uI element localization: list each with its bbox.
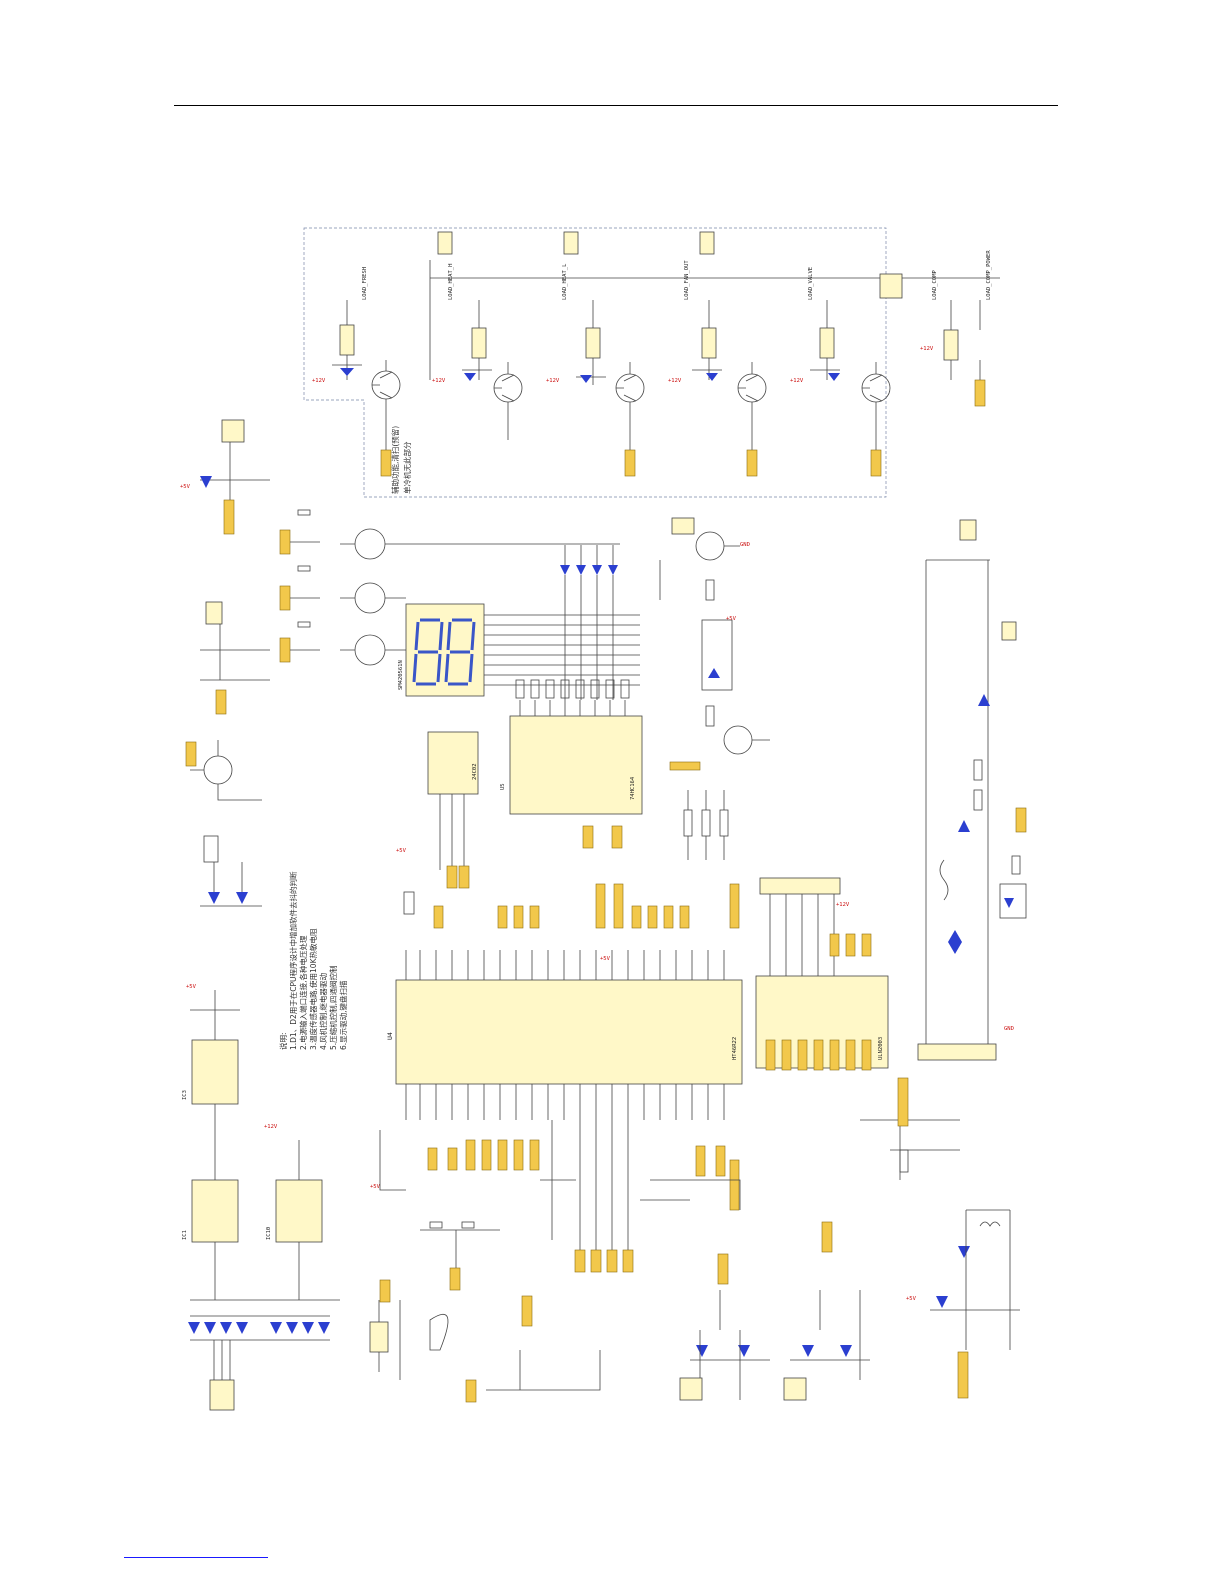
relay-driver-4: LOAD_FAN_OUT +12V bbox=[668, 260, 767, 477]
svg-text:LOAD_FRESH: LOAD_FRESH bbox=[362, 267, 368, 300]
svg-text:LOAD_COMP: LOAD_COMP bbox=[932, 270, 938, 300]
display-section: SM420561N bbox=[279, 509, 640, 700]
relay-driver-6: LOAD_COMP +12V bbox=[920, 270, 986, 407]
svg-text:+12V: +12V bbox=[264, 1124, 278, 1130]
driver-ic: ULN2003 +12V bbox=[755, 877, 889, 1071]
svg-text:+12V: +12V bbox=[920, 346, 934, 352]
svg-text:+5V: +5V bbox=[186, 984, 197, 990]
power-supply: IC3 IC1 IC10 +5V +12V bbox=[182, 984, 340, 1411]
svg-text:2.电源输入端口连接,各种电压处理: 2.电源输入端口连接,各种电压处理 bbox=[298, 935, 308, 1050]
svg-text:LOAD_COMP_POWER: LOAD_COMP_POWER bbox=[986, 250, 992, 300]
svg-text:6.显示驱动,键盘扫描: 6.显示驱动,键盘扫描 bbox=[338, 980, 348, 1050]
shift-register: 74HC164 U5 bbox=[500, 679, 643, 849]
svg-text:HT46R22: HT46R22 bbox=[732, 1037, 738, 1060]
footer-rule bbox=[124, 1557, 268, 1558]
svg-text:GND: GND bbox=[740, 542, 750, 548]
header-rule bbox=[174, 105, 1058, 106]
right-power-circuits: GND bbox=[917, 519, 1027, 1061]
svg-text:+12V: +12V bbox=[432, 378, 446, 384]
svg-text:LOAD_HEAT_H: LOAD_HEAT_H bbox=[448, 264, 454, 300]
indicator-leds bbox=[560, 545, 618, 700]
relay-driver-5: LOAD_VALVE +12V bbox=[790, 267, 891, 477]
notes-block: 说明: 1.D1、D2用于在CPU程序设计中增加软件去抖的判断 2.电源输入端口… bbox=[278, 871, 348, 1050]
relay-section: LOAD_FRESH +12V LOAD_HEAT_H +12V LOAD_HE… bbox=[303, 227, 1000, 498]
svg-text:IC1: IC1 bbox=[182, 1230, 188, 1240]
relay-driver-3: LOAD_HEAT_L +12V bbox=[546, 263, 645, 477]
svg-text:3.温度传感器电路,使用10K热敏电阻: 3.温度传感器电路,使用10K热敏电阻 bbox=[308, 928, 318, 1050]
svg-text:1.D1、D2用于在CPU程序设计中增加软件去抖的判断: 1.D1、D2用于在CPU程序设计中增加软件去抖的判断 bbox=[288, 871, 298, 1050]
svg-text:+12V: +12V bbox=[836, 902, 850, 908]
svg-text:24C02: 24C02 bbox=[472, 763, 478, 780]
svg-text:+12V: +12V bbox=[312, 378, 326, 384]
svg-text:+12V: +12V bbox=[790, 378, 804, 384]
svg-text:+12V: +12V bbox=[668, 378, 682, 384]
relay-section-title: 辅助功能,清扫(预留) bbox=[390, 426, 400, 494]
opto-section: +5V GND bbox=[659, 517, 770, 771]
svg-text:说明:: 说明: bbox=[278, 1032, 288, 1050]
svg-text:+5V: +5V bbox=[180, 484, 191, 490]
svg-text:+5V: +5V bbox=[906, 1296, 917, 1302]
svg-text:LOAD_FAN_OUT: LOAD_FAN_OUT bbox=[684, 260, 690, 300]
relay-section-subtitle: 单冷机无此部分 bbox=[402, 441, 412, 494]
svg-text:+5V: +5V bbox=[370, 1184, 381, 1190]
svg-text:GND: GND bbox=[1004, 1026, 1014, 1032]
svg-text:SM420561N: SM420561N bbox=[398, 660, 404, 690]
svg-text:ULN2003: ULN2003 bbox=[878, 1037, 884, 1060]
svg-text:LOAD_HEAT_L: LOAD_HEAT_L bbox=[562, 263, 568, 300]
svg-text:U5: U5 bbox=[500, 783, 506, 790]
svg-text:+5V: +5V bbox=[396, 848, 407, 854]
svg-text:4.风机控制,继电器驱动: 4.风机控制,继电器驱动 bbox=[318, 972, 328, 1050]
svg-text:IC10: IC10 bbox=[266, 1227, 272, 1240]
relay-driver-2: LOAD_HEAT_H +12V bbox=[432, 264, 523, 440]
svg-text:IC3: IC3 bbox=[182, 1090, 188, 1100]
svg-text:U4: U4 bbox=[386, 1032, 394, 1040]
svg-text:+5V: +5V bbox=[600, 956, 611, 962]
main-mcu: U4 HT46R22 +5V +5V bbox=[370, 883, 743, 1273]
svg-text:+12V: +12V bbox=[546, 378, 560, 384]
relay-driver-1: LOAD_FRESH +12V bbox=[312, 267, 401, 477]
left-top-circuits: +5V bbox=[180, 419, 270, 907]
eeprom: 24C02 +5V bbox=[396, 731, 479, 915]
svg-text:5.压缩机控制,四通阀控制: 5.压缩机控制,四通阀控制 bbox=[328, 965, 338, 1050]
svg-text:LOAD_VALVE: LOAD_VALVE bbox=[808, 267, 814, 300]
svg-text:74HC164: 74HC164 bbox=[630, 776, 636, 800]
signal-buses bbox=[379, 790, 960, 1291]
sensor-circuits: +5V bbox=[369, 1209, 1020, 1403]
svg-text:+5V: +5V bbox=[726, 616, 737, 622]
